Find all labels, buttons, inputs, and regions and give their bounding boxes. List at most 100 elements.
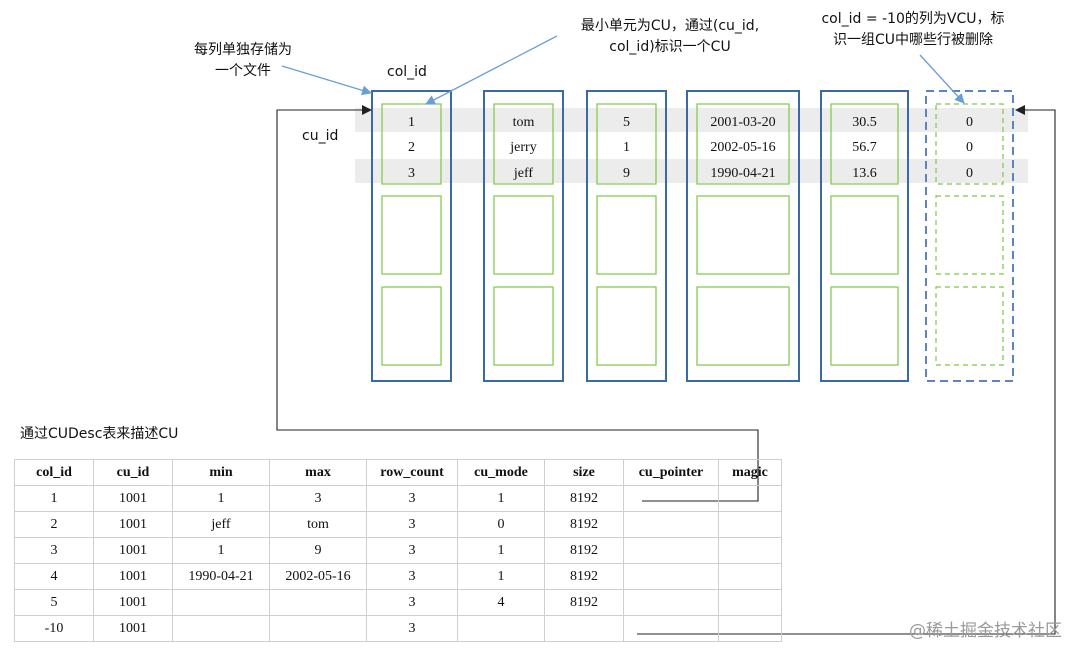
cudesc-cell-cu-pointer [623,511,719,538]
cu-box [696,195,790,275]
cu-value: 2 [408,140,415,155]
cudesc-cell-cu-mode: 1 [457,563,545,590]
column-file-5: 30.556.713.6 [820,90,909,382]
cudesc-header-col-id: col_id [14,459,94,486]
cu-box [596,103,657,185]
column-file-6: 0 0 0 [925,90,1014,382]
cu-box [830,195,899,275]
cudesc-header-cu-pointer: cu_pointer [623,459,719,486]
annotation-per-column-file-line2: 一个文件 [215,63,271,79]
cudesc-cell-magic [718,563,782,590]
cu-box [596,195,657,275]
cudesc-cell-max: 3 [269,485,367,512]
cudesc-cell-cu-pointer [623,537,719,564]
cudesc-cell-magic [718,485,782,512]
column-border [686,90,800,382]
cu-value: 1 [408,115,415,130]
cu-value: jeff [513,166,534,181]
cu-box [696,286,790,366]
cudesc-cell-col-id: 1 [14,485,94,512]
column-border [483,90,564,382]
cudesc-header-min: min [172,459,270,486]
cudesc-cell-min: 1990-04-21 [172,563,270,590]
watermark: @稀土掘金技术社区 [909,621,1062,641]
cudesc-cell-cu-mode [457,615,545,642]
cudesc-header-cu-id: cu_id [93,459,173,486]
col-id-label: col_id [387,64,427,80]
cudesc-cell-cu-mode: 1 [457,537,545,564]
column-file-2: tom jerry jeff [483,90,564,382]
cudesc-header-size: size [544,459,624,486]
annotation-per-column-file: 每列单独存储为 一个文件 [178,40,308,82]
cu-box [830,103,899,185]
cudesc-cell-cu-id: 1001 [93,537,173,564]
cudesc-cell-cu-id: 1001 [93,563,173,590]
cudesc-cell-cu-id: 1001 [93,615,173,642]
cu-value: 1 [623,140,630,155]
cudesc-cell-row-count: 3 [366,485,458,512]
cu-box [381,286,442,366]
cudesc-cell-cu-pointer [623,485,719,512]
cudesc-cell-cu-pointer [623,615,719,642]
cudesc-cell-row-count: 3 [366,563,458,590]
annotation-vcu-line2: 识一组CU中哪些行被删除 [832,32,994,48]
cu-value: 9 [623,166,630,181]
columns-layer: 123tomjerryjeff5192001-03-202002-05-1619… [371,90,1014,382]
column-border [820,90,909,382]
cudesc-cell-cu-mode: 4 [457,589,545,616]
cu-value: jerry [509,140,536,155]
annotation-vcu: col_id = -10的列为VCU，标 识一组CU中哪些行被删除 [808,9,1018,51]
cudesc-cell-size: 8192 [544,485,624,512]
cudesc-cell-col-id: 3 [14,537,94,564]
cudesc-cell-max [269,615,367,642]
cu-value: tom [513,115,535,130]
cudesc-cell-max [269,589,367,616]
cudesc-cell-col-id: 5 [14,589,94,616]
cudesc-cell-max: tom [269,511,367,538]
cudesc-cell-cu-mode: 1 [457,485,545,512]
cu-box [935,103,1004,185]
cudesc-cell-magic [718,589,782,616]
cudesc-cell-col-id: -10 [14,615,94,642]
cudesc-header-max: max [269,459,367,486]
cu-value: 56.7 [852,140,877,155]
vcu-column-border [925,90,1014,382]
arrow-min-unit [425,35,558,105]
cudesc-cell-min: 1 [172,537,270,564]
cudesc-header-cu-mode: cu_mode [457,459,545,486]
cu-value: 13.6 [852,166,877,181]
cu-box [493,103,554,185]
cudesc-caption: 通过CUDesc表来描述CU [20,426,179,442]
arrow-per-column-file [281,65,372,96]
cudesc-cell-cu-mode: 0 [457,511,545,538]
annotation-min-unit: 最小单元为CU，通过(cu_id, col_id)标识一个CU [555,16,785,58]
cu-value: 0 [966,140,973,155]
cu-value: 0 [966,166,973,181]
cu-value: 2001-03-20 [710,115,775,130]
column-border [586,90,667,382]
cudesc-cell-min: 1 [172,485,270,512]
cu-value: 0 [966,115,973,130]
cudesc-cell-col-id: 4 [14,563,94,590]
cu-box [935,286,1004,366]
cu-box [381,103,442,185]
cudesc-cell-min [172,589,270,616]
annotation-min-unit-line1: 最小单元为CU，通过(cu_id, [580,18,760,34]
cudesc-cell-row-count: 3 [366,511,458,538]
cu-value: 3 [408,166,415,181]
cu-box [596,286,657,366]
cudesc-cell-min [172,615,270,642]
cu-value: 1990-04-21 [710,166,775,181]
cu-box [381,195,442,275]
